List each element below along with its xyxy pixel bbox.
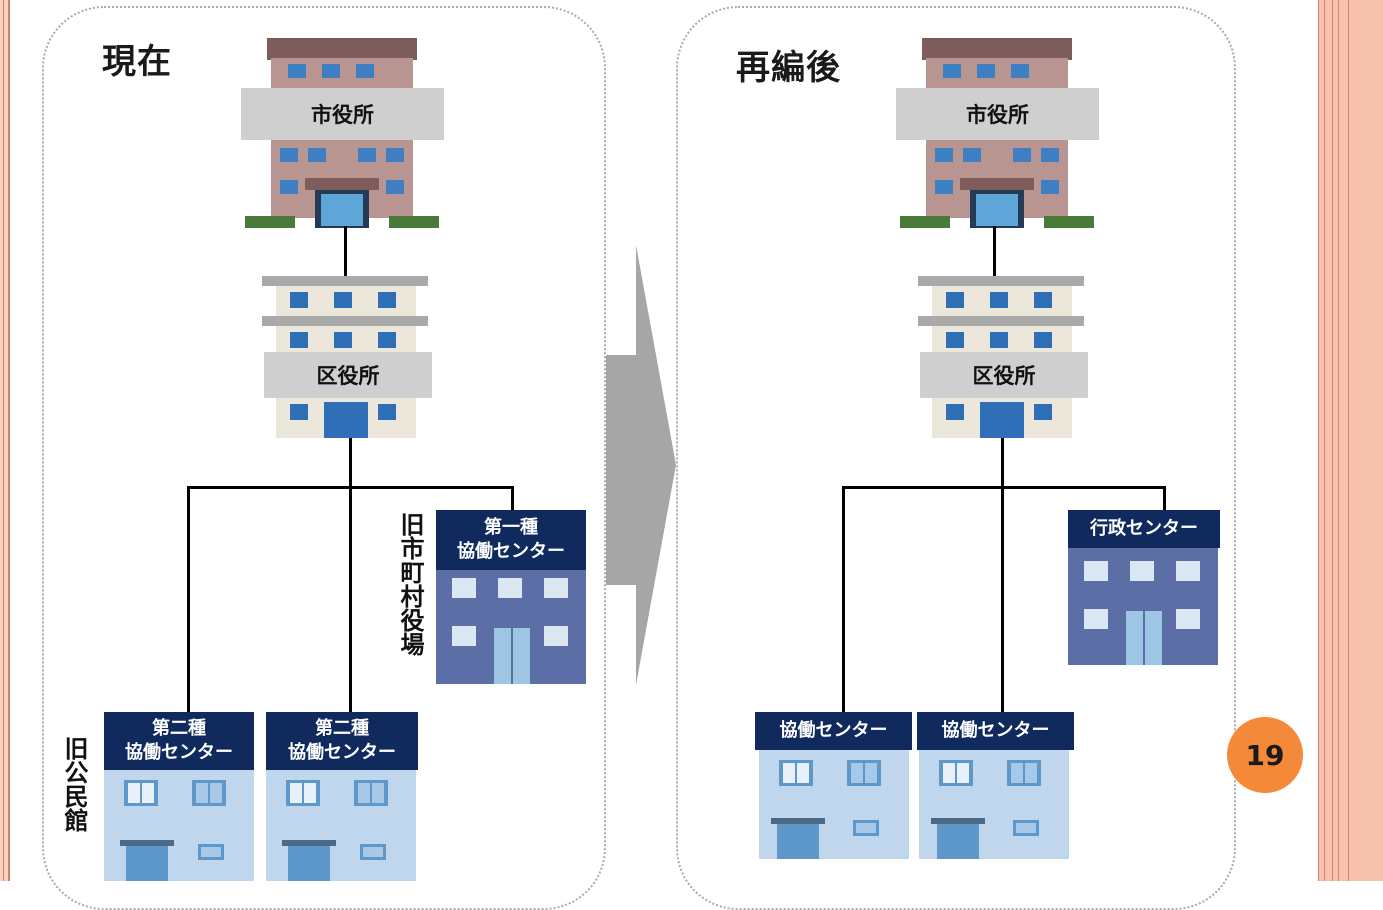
connector-line [1163, 486, 1166, 512]
old-public-hall-label: 旧公民館 [60, 736, 88, 832]
connector-line [1001, 438, 1004, 488]
collab-center-a-building-icon [759, 746, 909, 859]
admin-center-building-icon [1068, 545, 1218, 665]
old-municipal-office-label: 旧市町村役場 [396, 512, 424, 656]
right-border-line [1338, 0, 1339, 881]
ward-office-building-icon [262, 276, 432, 438]
connector-line [842, 486, 845, 712]
type2-center-a-label-line1: 第二種 [152, 718, 206, 739]
collab-center-b-label: 協働センター [917, 712, 1074, 750]
type1-center-label-line1: 第一種 [484, 517, 538, 538]
connector-line [842, 486, 1166, 489]
reorganized-panel-title: 再編後 [736, 48, 841, 88]
old-municipal-office-text: 旧市町村役場 [396, 512, 426, 656]
current-panel-title: 現在 [102, 42, 172, 82]
connector-line [993, 226, 996, 278]
admin-center-label: 行政センター [1068, 510, 1220, 548]
type2-center-b-label: 第二種 協働センター [266, 712, 418, 770]
connector-line [1001, 486, 1004, 712]
old-public-hall-text: 旧公民館 [60, 736, 90, 832]
type2-center-b-building-icon [266, 768, 416, 881]
type1-center-label: 第一種 協働センター [436, 510, 586, 570]
type2-center-b-label-line1: 第二種 [315, 718, 369, 739]
city-hall-label: 市役所 [896, 88, 1099, 140]
ward-office-label: 区役所 [264, 352, 432, 398]
right-border-line [1324, 0, 1325, 881]
right-border-line [1348, 0, 1349, 881]
ward-office-building-icon [918, 276, 1088, 438]
collab-center-b-label-text: 協働センター [941, 720, 1050, 741]
collab-center-b-building-icon [919, 746, 1069, 859]
right-border [1318, 0, 1383, 881]
page-number-badge: 19 [1227, 717, 1303, 793]
transition-arrow-icon [606, 245, 676, 685]
type2-center-a-label: 第二種 協働センター [104, 712, 254, 770]
ward-office-label: 区役所 [920, 352, 1088, 398]
connector-line [344, 226, 347, 278]
collab-center-a-label: 協働センター [755, 712, 912, 750]
connector-line [349, 486, 352, 712]
type2-center-b-label-line2: 協働センター [288, 742, 396, 763]
type1-center-label-line2: 協働センター [457, 541, 565, 562]
admin-center-label-text: 行政センター [1090, 518, 1198, 539]
type2-center-a-building-icon [104, 768, 254, 881]
collab-center-a-label-text: 協働センター [779, 720, 888, 741]
connector-line [349, 438, 352, 488]
left-border [0, 0, 10, 881]
connector-line [511, 486, 514, 512]
left-border-line [3, 0, 4, 881]
right-border-line [1318, 0, 1319, 881]
type1-center-building-icon [436, 566, 586, 684]
type2-center-a-label-line2: 協働センター [125, 742, 233, 763]
right-border-line [1332, 0, 1333, 881]
connector-line [187, 486, 190, 712]
city-hall-label: 市役所 [241, 88, 444, 140]
